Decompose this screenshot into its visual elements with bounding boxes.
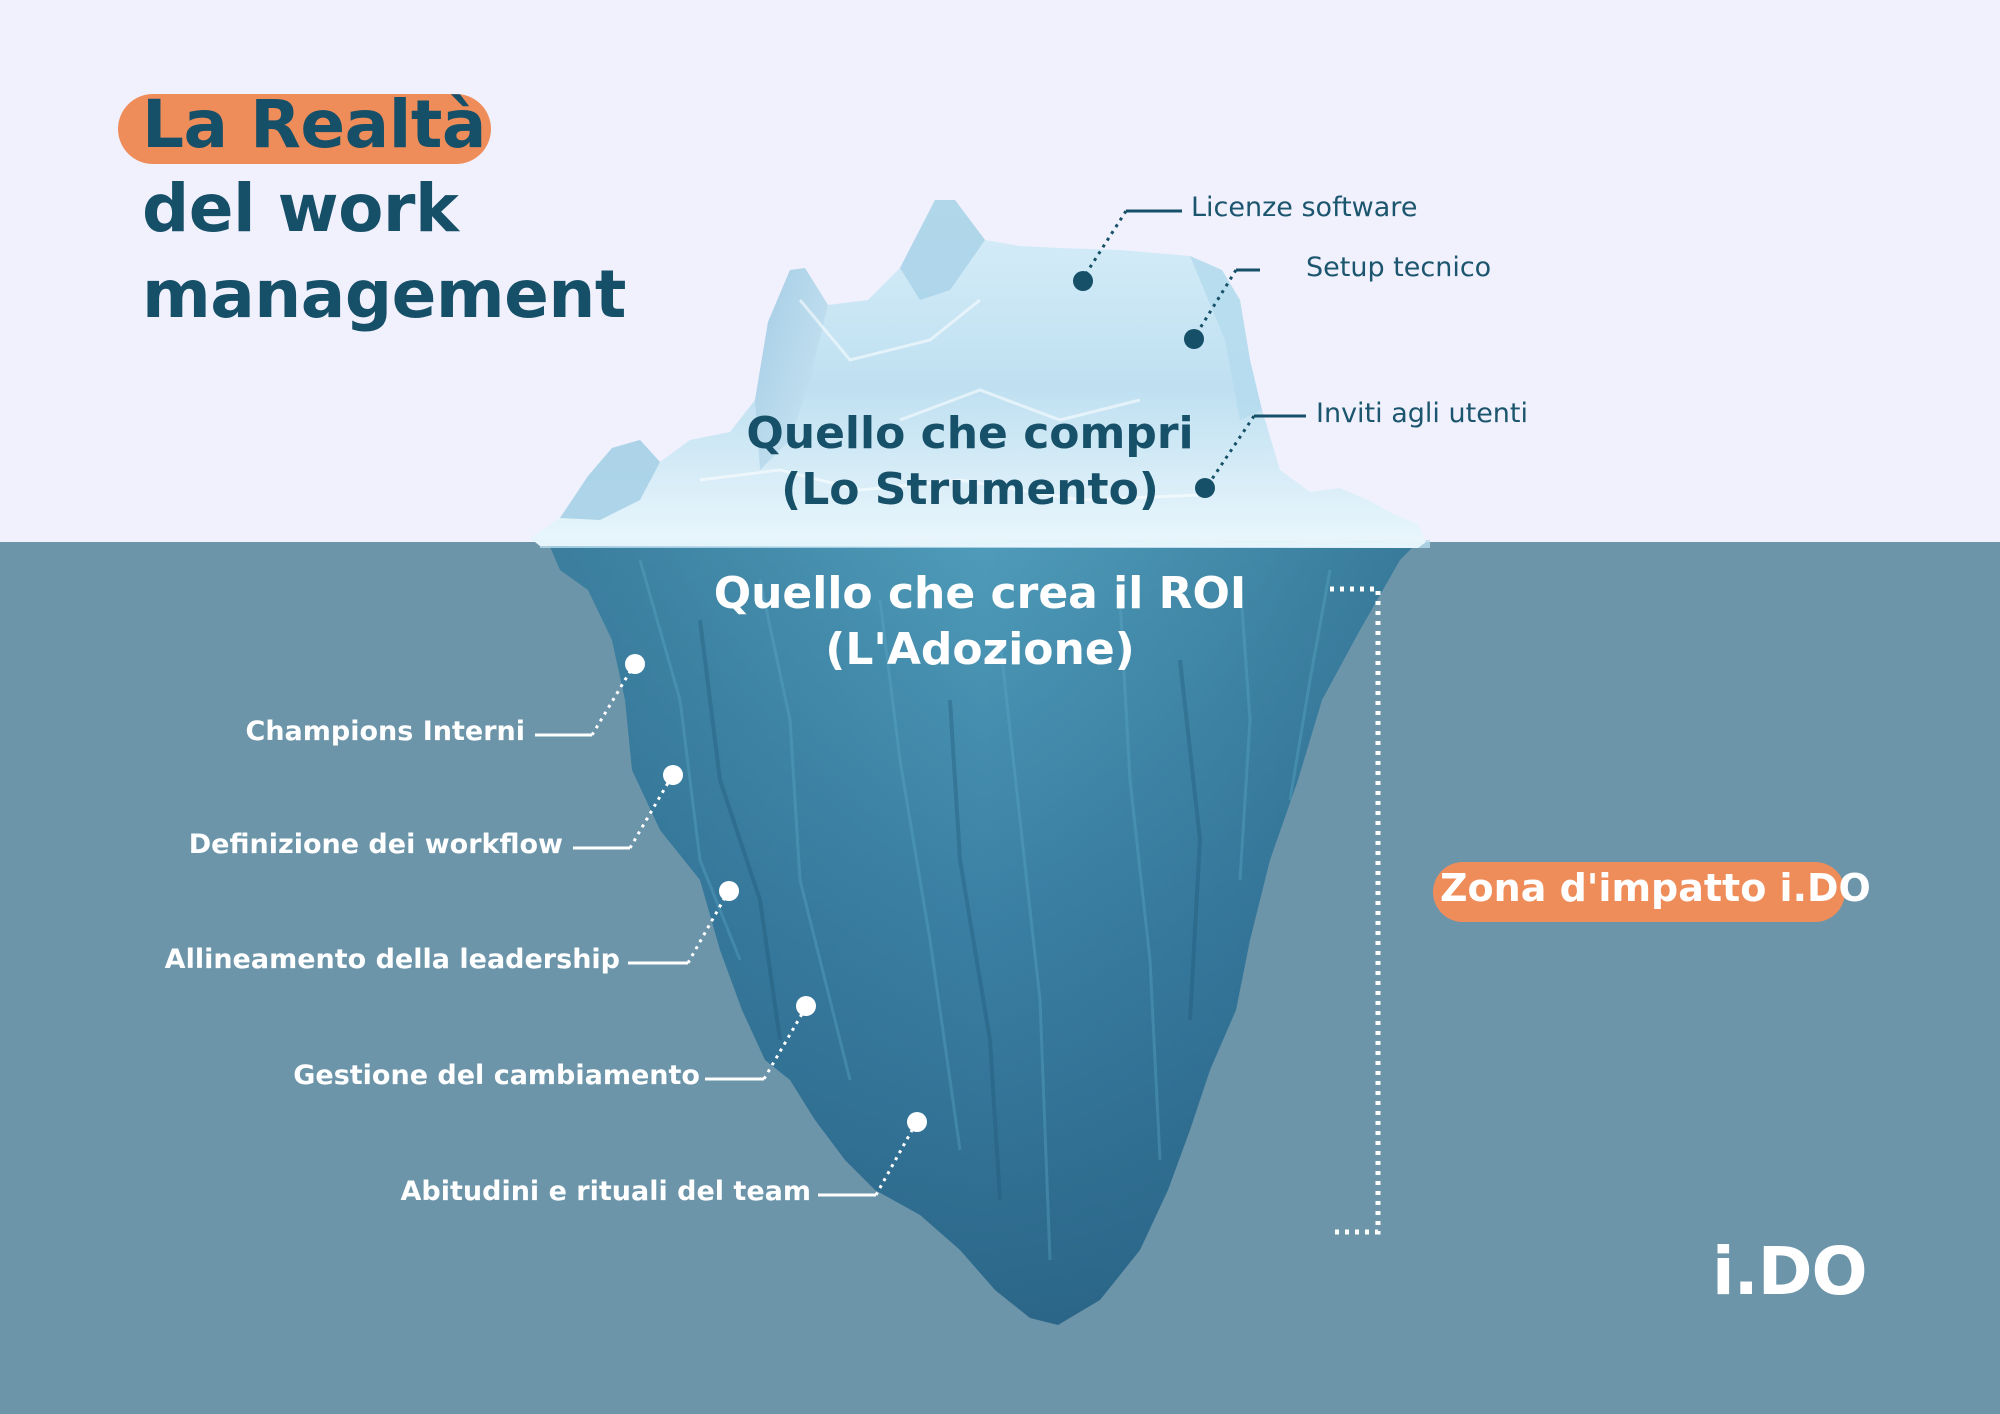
below-item-champions: Champions Interni <box>245 716 526 747</box>
title-highlight-pill <box>118 94 491 164</box>
below-item-abitudini: Abitudini e rituali del team <box>400 1176 811 1207</box>
above-item-licenze: Licenze software <box>1191 192 1418 223</box>
below-item-cambiamento: Gestione del cambiamento <box>293 1060 700 1091</box>
ido-logo: i.DO <box>1712 1233 1868 1310</box>
impact-bracket <box>1330 586 1381 1235</box>
title-line-3: management <box>142 256 626 333</box>
below-item-leadership: Allineamento della leadership <box>164 944 620 975</box>
title-highlight: La Realtà <box>142 86 486 163</box>
bottom-connectors <box>535 664 918 1197</box>
below-heading-line-1: Quello che crea il ROI <box>713 568 1247 619</box>
zone-label: Zona d'impatto i.DO <box>1440 866 1871 910</box>
below-heading-line-2: (L'Adozione) <box>825 624 1135 675</box>
iceberg-tip <box>530 200 1426 548</box>
above-item-setup: Setup tecnico <box>1306 252 1492 283</box>
above-heading-line-1: Quello che compri <box>746 408 1194 459</box>
below-item-workflow: Definizione dei workflow <box>188 829 563 860</box>
above-heading-line-2: (Lo Strumento) <box>781 464 1159 515</box>
top-connectors <box>1080 209 1306 489</box>
title-line-2: del work <box>142 170 459 247</box>
above-item-inviti: Inviti agli utenti <box>1316 398 1529 429</box>
zone-pill <box>1433 862 1845 922</box>
top-dots <box>1073 271 1215 498</box>
bottom-dots <box>625 654 927 1132</box>
